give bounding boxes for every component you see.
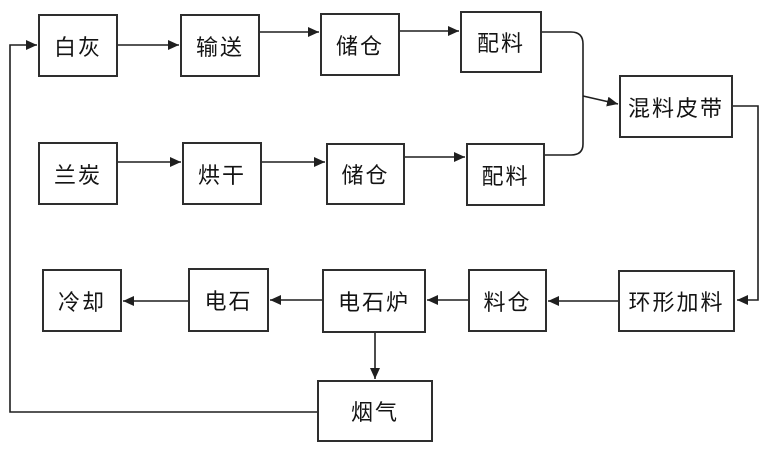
edge-flue-gas-to-white-lime (9, 40, 317, 413)
node-storage-bin-1: 储仓 (320, 13, 400, 76)
node-storage-bin-2: 储仓 (326, 143, 405, 205)
node-conveying: 输送 (180, 14, 260, 77)
node-carbide-furnace: 电石炉 (322, 269, 426, 333)
node-mixing-belt: 混料皮带 (619, 75, 733, 138)
edge-batching-1-merge-segment (542, 31, 584, 96)
node-cooling: 冷却 (42, 269, 122, 332)
node-batching-1: 配料 (460, 11, 542, 73)
edge-batching-2-merge-segment (545, 96, 584, 156)
edge-mixing-belt-to-ring-feeder (733, 105, 759, 305)
node-calcium-carbide: 电石 (188, 268, 269, 332)
edge-merge-to-mixing-belt (582, 95, 619, 107)
node-semi-coke: 兰炭 (38, 142, 118, 205)
node-flue-gas: 烟气 (317, 380, 433, 442)
node-drying: 烘干 (182, 142, 262, 205)
node-material-bin: 料仓 (468, 269, 547, 332)
node-white-lime: 白灰 (38, 14, 118, 77)
node-batching-2: 配料 (466, 143, 545, 206)
node-ring-feeder: 环形加料 (618, 270, 735, 332)
